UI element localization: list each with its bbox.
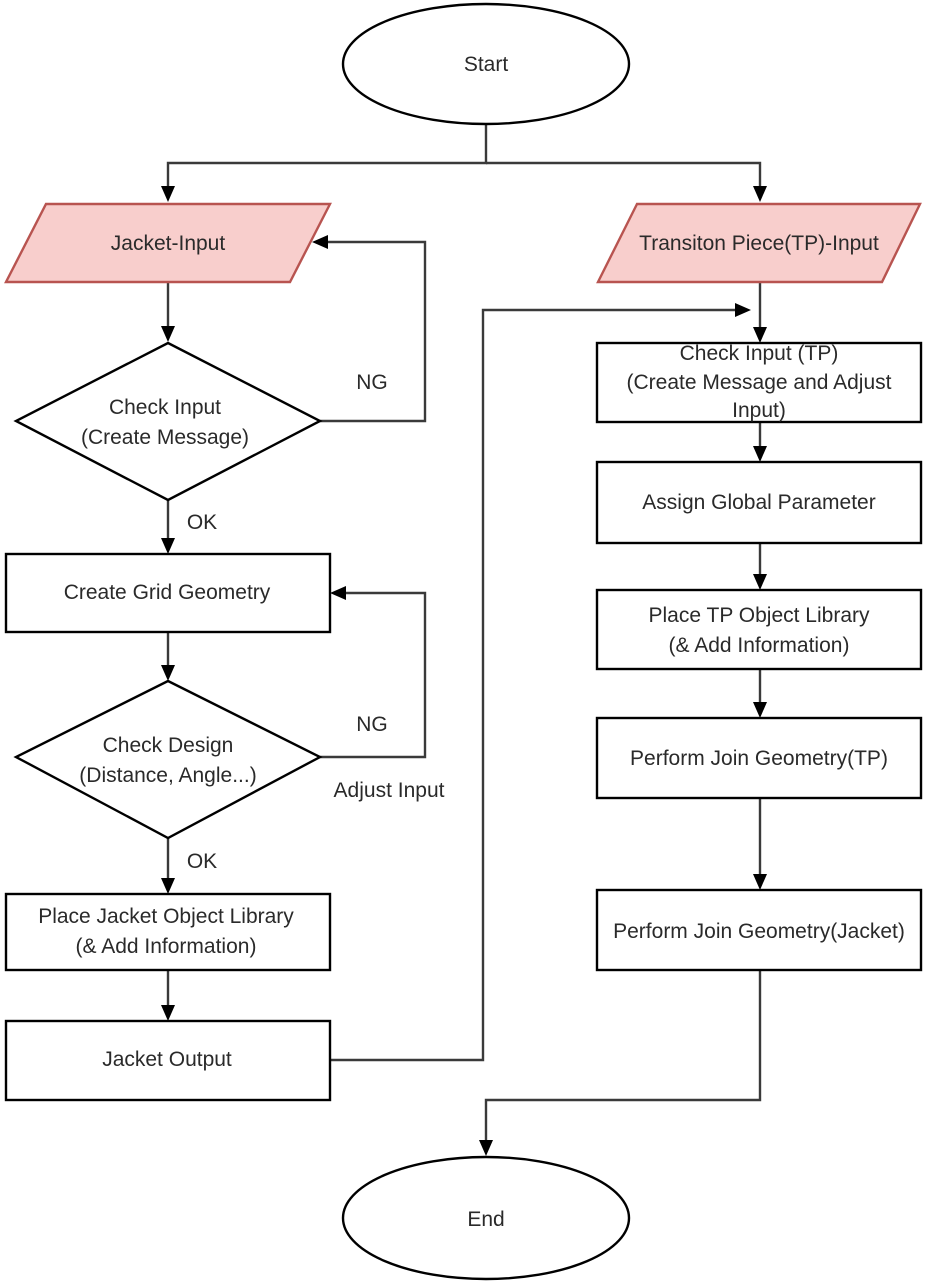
join-jacket-label: Perform Join Geometry(Jacket) [613,920,905,943]
arrowhead-place-tp [753,574,767,590]
check-input-line-2: (Create Message) [81,426,249,449]
check-tp-line-3: Input) [732,399,786,422]
check-input-diamond [13,341,323,502]
arrowhead-assign [753,446,767,462]
node-join-jacket[interactable]: Perform Join Geometry(Jacket) [595,888,923,972]
edge-labels: NG OK NG Adjust Input OK [187,371,445,873]
arrowhead-check-tp [753,327,767,343]
check-design-line-1: Check Design [103,734,234,757]
create-grid-box [4,552,332,634]
edge-output-tp-check [331,308,737,1062]
assign-global-box [595,460,923,545]
node-check-input[interactable]: Check Input (Create Message) [13,341,323,502]
join-tp-label: Perform Join Geometry(TP) [630,747,888,770]
end-label: End [467,1208,504,1231]
adjust-input-label: Adjust Input [334,779,445,802]
assign-global-label: Assign Global Parameter [642,491,875,514]
node-create-grid[interactable]: Create Grid Geometry [4,552,332,634]
node-join-tp[interactable]: Perform Join Geometry(TP) [595,716,923,800]
place-jacket-line-2: (& Add Information) [76,935,257,958]
node-jacket-output[interactable]: Jacket Output [4,1019,332,1102]
node-place-tp[interactable]: Place TP Object Library (& Add Informati… [595,588,923,671]
check-design-diamond [13,679,323,840]
arrowhead-tp-merge [735,303,751,317]
check-tp-box [595,341,923,424]
node-assign-global[interactable]: Assign Global Parameter [595,460,923,545]
arrowhead-jacket-output [161,1005,175,1021]
place-jacket-line-1: Place Jacket Object Library [38,905,294,928]
connectors [166,124,762,1148]
node-start[interactable]: Start [341,2,631,126]
arrowhead-jacket-input [161,186,175,202]
arrowhead-place-jacket [161,878,175,894]
edge-ng-input-loop [320,240,427,423]
start-ellipse [341,2,631,126]
check-design-line-2: (Distance, Angle...) [79,764,256,787]
jacket-input-label: Jacket-Input [111,232,226,255]
jacket-output-label: Jacket Output [102,1048,232,1071]
ng-design-label: NG [356,713,388,736]
node-jacket-input[interactable]: Jacket-Input [4,202,332,284]
place-tp-line-1: Place TP Object Library [649,604,870,627]
arrowhead-ng-input [312,235,328,249]
end-ellipse [341,1155,631,1281]
ok-design-label: OK [187,850,217,873]
tp-input-label: Transiton Piece(TP)-Input [639,232,879,255]
place-tp-line-2: (& Add Information) [669,634,850,657]
arrowhead-join-tp [753,702,767,718]
arrowheads [161,186,767,1156]
node-check-design[interactable]: Check Design (Distance, Angle...) [13,679,323,840]
join-tp-box [595,716,923,800]
node-place-jacket[interactable]: Place Jacket Object Library (& Add Infor… [4,892,332,972]
create-grid-label: Create Grid Geometry [64,581,271,604]
arrowhead-tp-input [753,186,767,202]
arrowhead-end [479,1140,493,1156]
check-input-line-1: Check Input [109,396,221,419]
edge-ng-design-loop [320,591,427,759]
jacket-output-box [4,1019,332,1102]
edge-joinjacket-end [484,970,762,1148]
place-tp-box [595,588,923,671]
ng-input-label: NG [356,371,388,394]
join-jacket-box [595,888,923,972]
edge-split-tp [486,161,762,196]
arrowhead-join-jacket [753,874,767,890]
node-check-tp[interactable]: Check Input (TP) (Create Message and Adj… [595,341,923,424]
start-label: Start [464,53,509,76]
place-jacket-box [4,892,332,972]
arrowhead-check-input [161,326,175,342]
tp-input-parallelogram [596,202,922,284]
edge-start-split [166,124,488,196]
arrowhead-ng-design [330,586,346,600]
jacket-input-parallelogram [4,202,332,284]
check-tp-line-1: Check Input (TP) [680,342,839,365]
ok-input-label: OK [187,511,217,534]
arrowhead-create-grid [161,538,175,554]
node-end[interactable]: End [341,1155,631,1281]
check-tp-line-2: (Create Message and Adjust [627,371,892,394]
arrowhead-check-design [161,665,175,681]
node-tp-input[interactable]: Transiton Piece(TP)-Input [596,202,922,284]
